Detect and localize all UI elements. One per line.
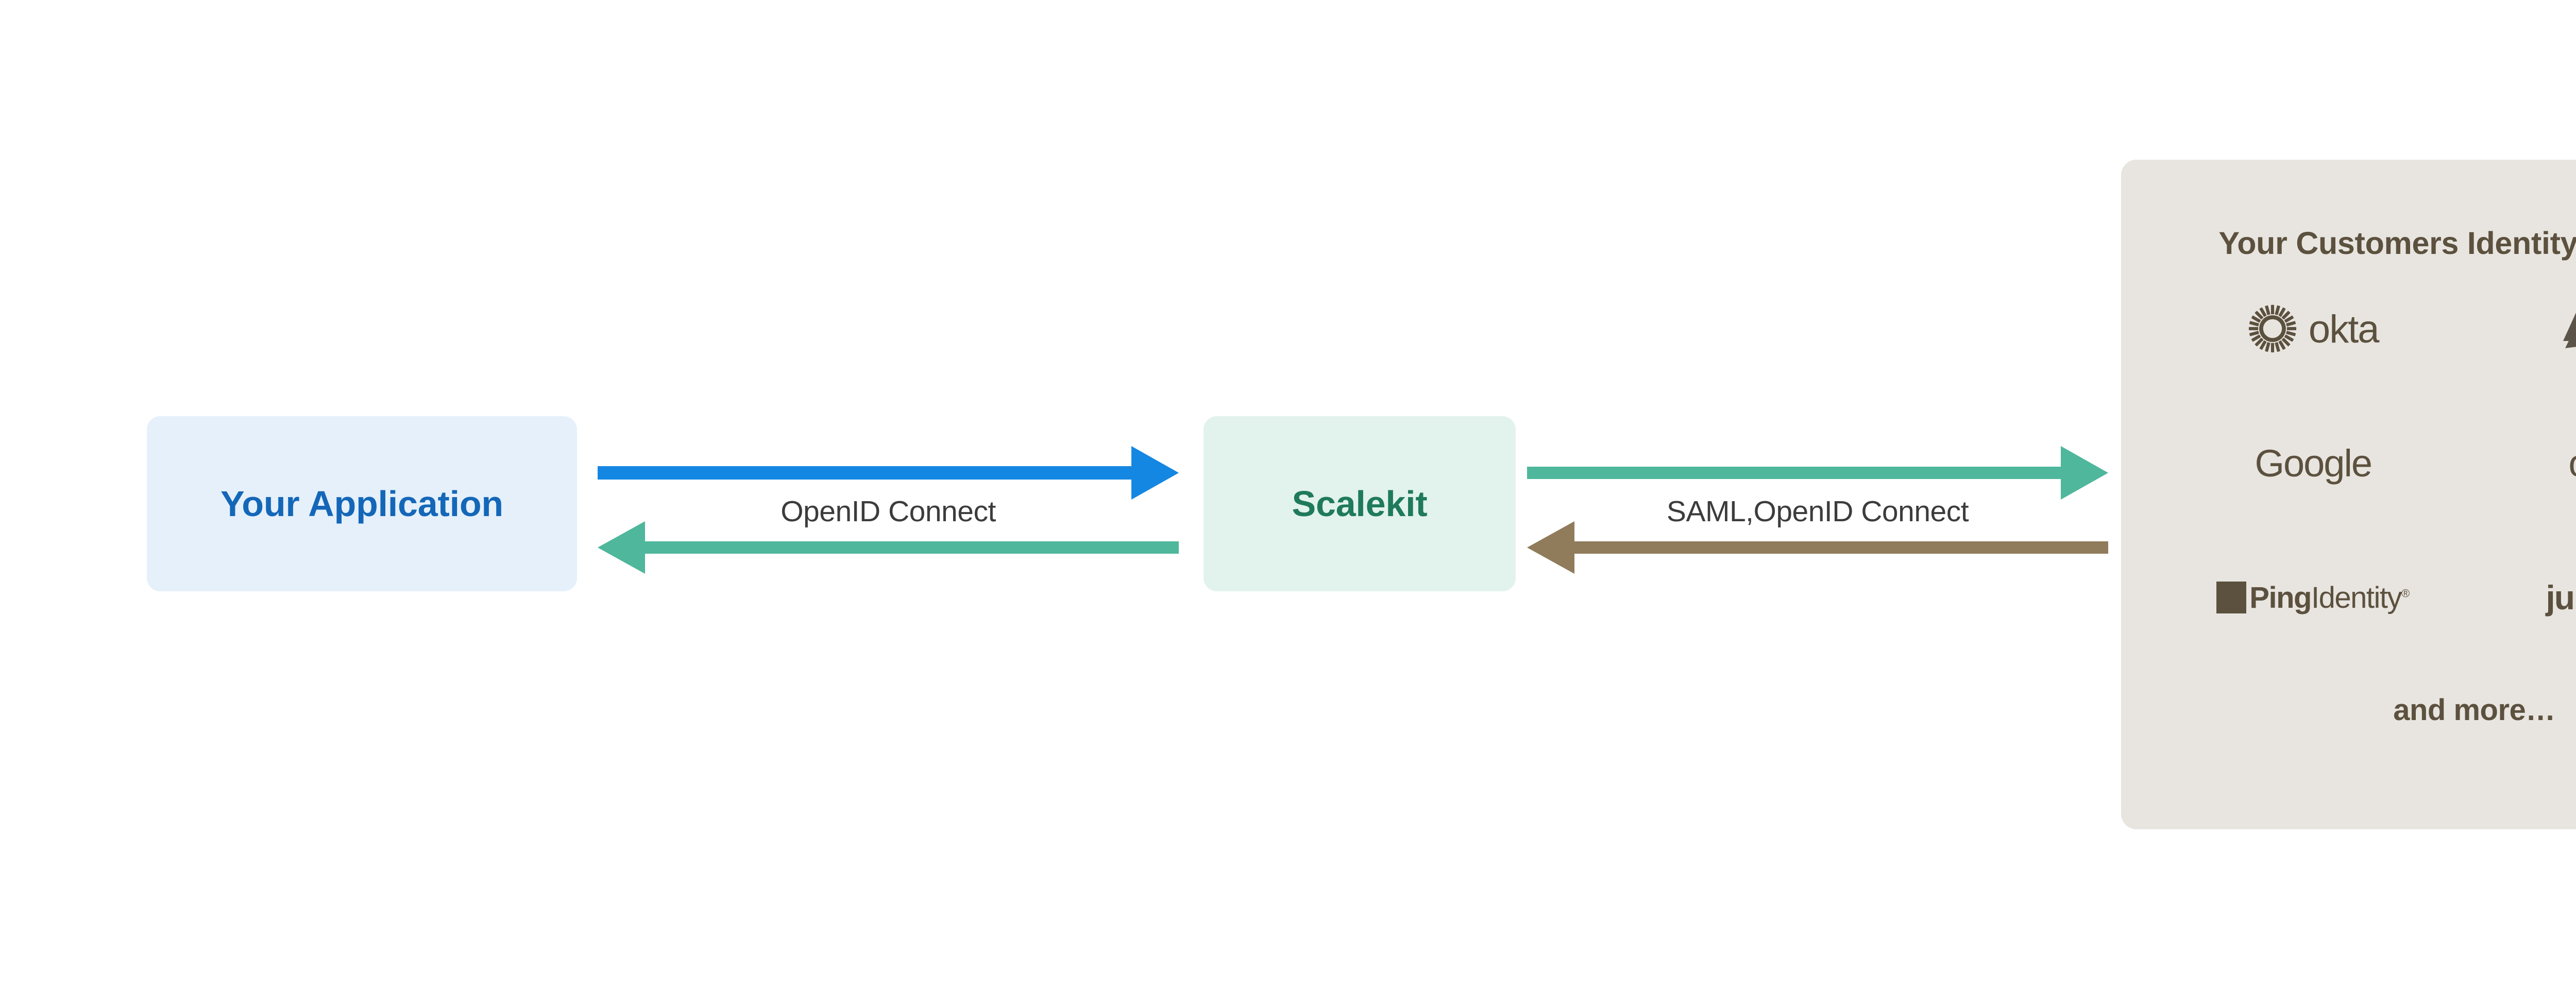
provider-jumpcloud-label: jumpcloud	[2546, 578, 2576, 617]
identity-providers-grid: okta Azure	[2152, 288, 2576, 639]
arrow-app-to-scalekit	[598, 446, 1179, 500]
node-scalekit[interactable]: Scalekit	[1204, 416, 1516, 591]
provider-pingidentity[interactable]: PingIdentity®	[2152, 556, 2475, 639]
edge-label-saml-openid-connect: SAML,OpenID Connect	[1666, 495, 1969, 528]
provider-azure[interactable]: Azure	[2475, 288, 2576, 371]
provider-pingidentity-trademark: ®	[2401, 587, 2410, 600]
node-your-application-label: Your Application	[220, 484, 503, 524]
ping-square-icon	[2216, 582, 2247, 613]
provider-pingidentity-label-bold: Ping	[2249, 580, 2312, 614]
arrow-scalekit-to-idp	[1527, 446, 2108, 500]
provider-jumpcloud[interactable]: jumpcloud ™	[2475, 556, 2576, 639]
provider-pingidentity-label: PingIdentity®	[2249, 580, 2410, 615]
provider-google-label: Google	[2255, 442, 2372, 485]
node-scalekit-label: Scalekit	[1292, 484, 1428, 524]
arrow-idp-to-scalekit	[1527, 521, 2108, 574]
identity-providers-title: Your Customers Identity Providers	[2218, 226, 2576, 261]
provider-onelogin[interactable]: onelogin	[2475, 422, 2576, 505]
node-your-application[interactable]: Your Application	[147, 416, 577, 591]
identity-providers-panel: Your Customers Identity Providers	[2121, 160, 2576, 829]
okta-sunburst-icon	[2248, 304, 2297, 356]
azure-triangle-icon	[2559, 304, 2576, 356]
provider-okta[interactable]: okta	[2152, 288, 2475, 371]
and-more-label: and more…	[2393, 693, 2555, 727]
arrow-scalekit-to-app	[598, 521, 1179, 574]
provider-onelogin-label: onelogin	[2568, 445, 2576, 483]
edge-label-openid-connect: OpenID Connect	[781, 495, 996, 528]
provider-pingidentity-label-light: Identity	[2311, 580, 2402, 614]
provider-google[interactable]: Google	[2152, 422, 2475, 505]
provider-okta-label: okta	[2308, 307, 2380, 351]
